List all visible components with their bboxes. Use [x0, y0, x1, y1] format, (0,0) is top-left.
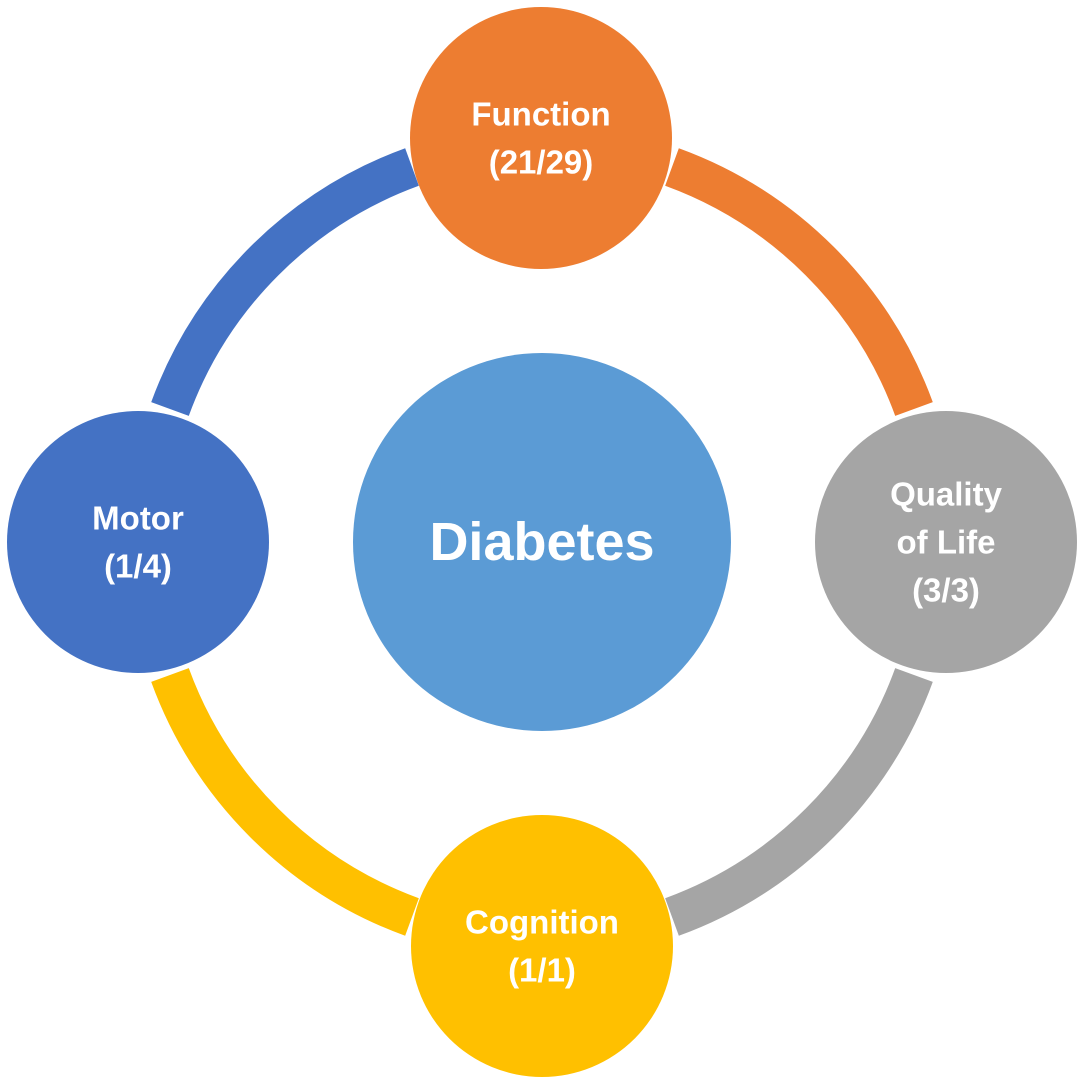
- node-function-line-1: Function: [471, 96, 610, 133]
- node-quality-line-3: (3/3): [912, 572, 980, 609]
- node-quality-line-2: of Life: [897, 524, 996, 561]
- arc-function-to-quality: [665, 148, 933, 416]
- arc-quality-to-cognition: [665, 668, 933, 936]
- node-circle-quality-of-life: [815, 411, 1077, 673]
- center-label: Diabetes: [429, 512, 654, 572]
- center-circle: [353, 353, 731, 731]
- node-circle-function: [410, 7, 672, 269]
- arc-cognition-to-motor: [151, 668, 419, 936]
- node-circle-motor: [7, 411, 269, 673]
- cycle-arcs: [151, 148, 933, 936]
- node-quality-line-1: Quality: [890, 476, 1003, 513]
- node-cognition-line-2: (1/1): [508, 952, 576, 989]
- node-cognition-line-1: Cognition: [465, 904, 619, 941]
- node-quality-of-life: Quality of Life (3/3): [815, 411, 1077, 673]
- arc-motor-to-function: [151, 148, 419, 416]
- node-motor-line-2: (1/4): [104, 548, 172, 585]
- node-circle-cognition: [411, 815, 673, 1077]
- node-cognition: Cognition (1/1): [411, 815, 673, 1077]
- center-node: Diabetes: [353, 353, 731, 731]
- node-function-line-2: (21/29): [489, 144, 594, 181]
- node-motor: Motor (1/4): [7, 411, 269, 673]
- node-function: Function (21/29): [410, 7, 672, 269]
- node-motor-line-1: Motor: [92, 500, 184, 537]
